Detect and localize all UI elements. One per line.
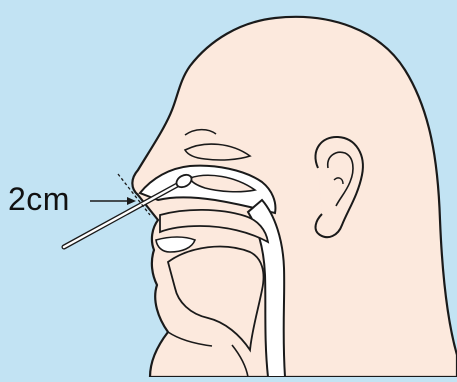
depth-label: 2cm: [8, 183, 70, 215]
pointer-arrow: [90, 197, 136, 205]
